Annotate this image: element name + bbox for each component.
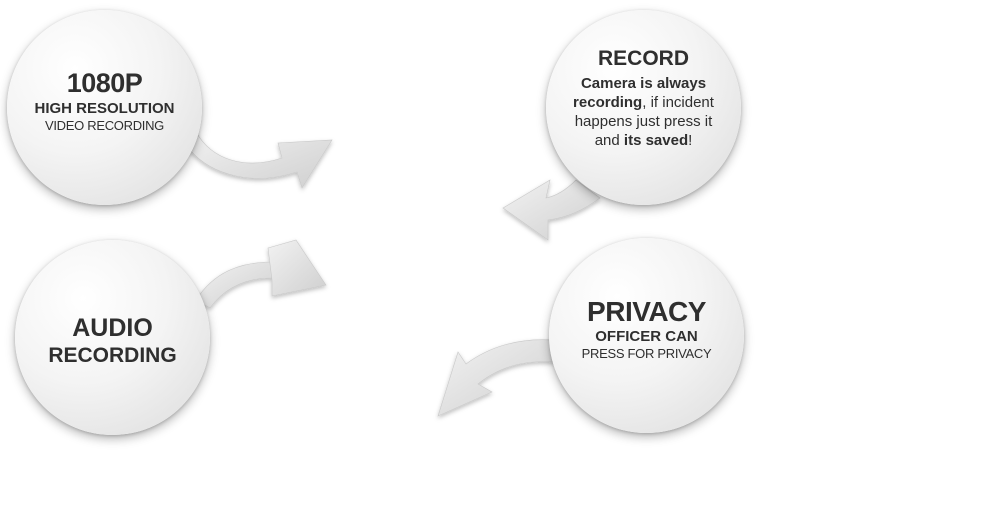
record-desc-bold-1: Camera is always recording <box>573 75 707 111</box>
privacy-subhead: OFFICER CAN <box>595 327 698 345</box>
record-desc-bold-2: its saved <box>623 132 689 149</box>
feature-bubble-audio: AUDIO RECORDING <box>15 240 210 435</box>
feature-bubble-resolution: 1080P HIGH RESOLUTION VIDEO RECORDING <box>7 10 202 205</box>
arrow-privacy <box>437 339 555 417</box>
record-title: RECORD <box>597 47 689 70</box>
record-desc-text-2: ! <box>688 132 693 149</box>
arrow-1080p <box>189 131 333 189</box>
resolution-headline: 1080P <box>66 67 143 98</box>
arrow-record <box>502 179 601 241</box>
feature-bubble-privacy: PRIVACY OFFICER CAN PRESS FOR PRIVACY <box>549 238 744 433</box>
audio-line2: RECORDING <box>48 343 177 367</box>
record-description: Camera is always recording, if incident … <box>564 74 724 150</box>
resolution-subhead: HIGH RESOLUTION <box>34 99 175 117</box>
arrow-audio <box>195 239 327 309</box>
feature-bubble-record: RECORD Camera is always recording, if in… <box>546 10 741 205</box>
record-desc-text-1: , if incident happens just press it and <box>574 94 714 149</box>
privacy-headline: PRIVACY <box>587 295 706 327</box>
privacy-detail: PRESS FOR PRIVACY <box>581 345 712 361</box>
resolution-detail: VIDEO RECORDING <box>44 117 164 133</box>
audio-line1: AUDIO <box>72 313 153 342</box>
